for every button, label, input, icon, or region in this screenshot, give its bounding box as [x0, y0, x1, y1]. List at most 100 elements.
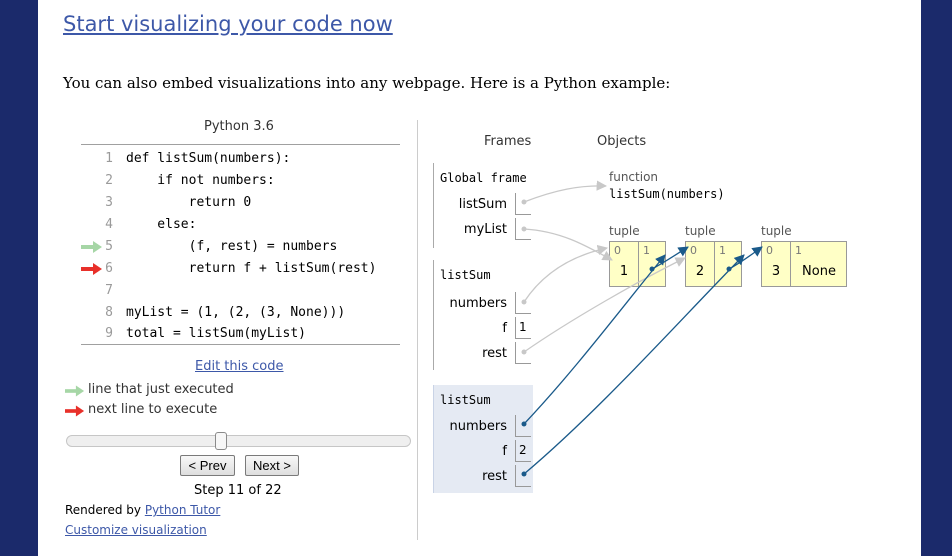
var-value-cell: 1	[515, 317, 531, 339]
line-number: 5	[105, 239, 113, 254]
line-number: 9	[105, 326, 113, 341]
var-value-cell	[515, 415, 531, 437]
var-name: rest	[482, 346, 507, 361]
line-number: 4	[105, 217, 113, 232]
code-text: else:	[126, 217, 197, 232]
line-number: 2	[105, 173, 113, 188]
code-line: 7	[81, 280, 411, 302]
code-text: total = listSum(myList)	[126, 326, 307, 341]
tuple-cell: 0 2	[686, 242, 715, 286]
frame-name: Global frame	[440, 171, 527, 185]
var-value: 2	[519, 443, 527, 457]
frames-header: Frames	[484, 134, 532, 149]
var-name: numbers	[449, 296, 507, 311]
tuple-type-label: tuple	[685, 224, 716, 238]
language-label: Python 3.6	[204, 119, 274, 134]
code-text: return f + listSum(rest)	[126, 261, 377, 276]
page-heading-link[interactable]: Start visualizing your code now	[63, 12, 393, 36]
code-line: 1 def listSum(numbers):	[81, 148, 411, 170]
next-line-arrow-icon	[81, 263, 102, 275]
panel-divider	[417, 120, 418, 540]
var-value-cell	[515, 218, 531, 240]
var-name: listSum	[458, 197, 507, 212]
customize-visualization-link[interactable]: Customize visualization	[65, 523, 207, 537]
function-signature: listSum(numbers)	[609, 187, 725, 201]
tuple-cell: 1	[715, 242, 742, 286]
line-number: 1	[105, 151, 113, 166]
tuple-object-3: 0 3 1 None	[761, 241, 847, 287]
tuple-value: 1	[619, 264, 629, 279]
tuple-value: 3	[771, 264, 781, 279]
code-top-rule	[81, 144, 400, 145]
var-value: 1	[519, 320, 527, 334]
legend-next-text: next line to execute	[88, 402, 218, 417]
var-value-cell	[515, 342, 531, 364]
tuple-type-label: tuple	[761, 224, 792, 238]
page-content: Start visualizing your code now You can …	[38, 0, 921, 556]
var-value-cell	[515, 193, 531, 215]
tuple-index: 1	[795, 244, 802, 257]
frame-name: listSum	[440, 268, 491, 282]
edit-code-link[interactable]: Edit this code	[195, 359, 284, 374]
code-line: 8 myList = (1, (2, (3, None)))	[81, 302, 411, 324]
tuple-type-label: tuple	[609, 224, 640, 238]
objects-header: Objects	[597, 134, 647, 149]
tuple-index: 1	[643, 244, 650, 257]
tuple-index: 1	[719, 244, 726, 257]
rendered-by-text: Rendered by	[65, 503, 141, 517]
next-button[interactable]: Next >	[245, 455, 299, 476]
listsum-frame-2-active: listSum numbers f 2 rest	[433, 385, 533, 493]
var-name: myList	[463, 222, 507, 237]
function-type-label: function	[609, 170, 659, 184]
legend-executed-text: line that just executed	[88, 382, 234, 397]
green-arrow-icon	[65, 385, 85, 397]
line-number: 3	[105, 195, 113, 210]
step-counter: Step 11 of 22	[194, 483, 282, 498]
code-text: def listSum(numbers):	[126, 151, 291, 166]
intro-text: You can also embed visualizations into a…	[63, 74, 671, 92]
tuple-index: 0	[766, 244, 773, 257]
var-value-cell	[515, 292, 531, 314]
var-value-cell	[515, 465, 531, 487]
code-line: 4 else:	[81, 214, 411, 236]
tuple-value: None	[802, 264, 836, 279]
tuple-object-1: 0 1 1	[609, 241, 666, 287]
var-value-cell: 2	[515, 440, 531, 462]
tuple-value: 2	[695, 264, 705, 279]
prev-button[interactable]: < Prev	[180, 455, 235, 476]
red-arrow-icon	[65, 405, 85, 417]
var-name: f	[502, 444, 507, 459]
code-text: if not numbers:	[126, 173, 275, 188]
step-slider-track[interactable]	[66, 435, 411, 447]
line-number: 6	[105, 261, 113, 276]
tuple-cell: 1	[639, 242, 666, 286]
code-line: 9 total = listSum(myList)	[81, 323, 411, 345]
tuple-cell: 1 None	[791, 242, 847, 286]
tuple-object-2: 0 2 1	[685, 241, 742, 287]
line-number: 8	[105, 305, 113, 320]
right-border-bar	[921, 0, 952, 556]
code-bottom-rule	[81, 344, 400, 345]
listsum-frame-1: listSum numbers f 1 rest	[433, 260, 533, 370]
var-name: f	[502, 321, 507, 336]
just-executed-arrow-icon	[81, 241, 102, 253]
code-text: (f, rest) = numbers	[126, 239, 338, 254]
tuple-cell: 0 1	[610, 242, 639, 286]
code-line: 2 if not numbers:	[81, 170, 411, 192]
python-tutor-link[interactable]: Python Tutor	[144, 503, 221, 517]
step-slider-handle[interactable]	[215, 432, 227, 450]
code-text: return 0	[126, 195, 252, 210]
tuple-index: 0	[614, 244, 621, 257]
code-line-next: 6 return f + listSum(rest)	[81, 258, 411, 280]
tuple-cell: 0 3	[762, 242, 791, 286]
global-frame: Global frame listSum myList	[433, 163, 533, 248]
rendered-by-line: Rendered by Python Tutor	[65, 503, 220, 517]
line-number: 7	[105, 283, 113, 298]
code-text: myList = (1, (2, (3, None)))	[126, 305, 346, 320]
frame-name: listSum	[440, 393, 491, 407]
code-line: 3 return 0	[81, 192, 411, 214]
code-line-just-executed: 5 (f, rest) = numbers	[81, 236, 411, 258]
var-name: rest	[482, 469, 507, 484]
var-name: numbers	[449, 419, 507, 434]
tuple-index: 0	[690, 244, 697, 257]
